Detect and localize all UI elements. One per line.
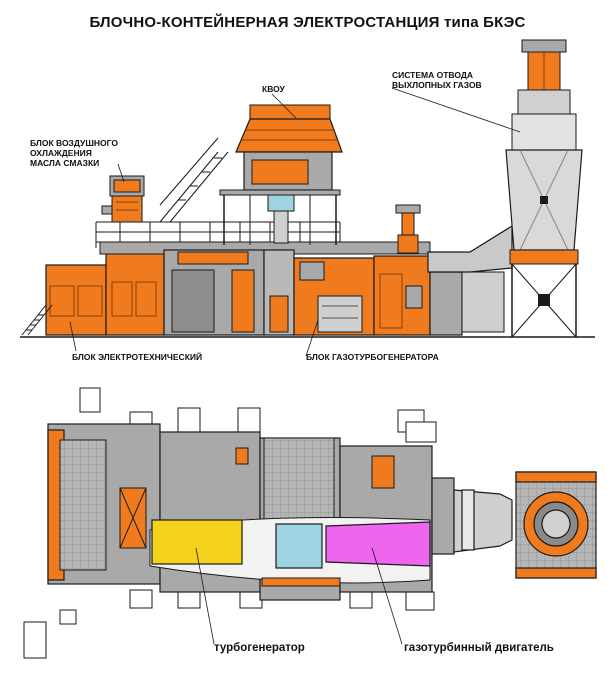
plan-supports: [23, 387, 437, 659]
plan-grille-left: [59, 439, 107, 571]
label-oil-cooling: БЛОК ВОЗДУШНОГО ОХЛАЖДЕНИЯ МАСЛА СМАЗКИ: [30, 138, 118, 168]
plan-details: [235, 447, 395, 587]
stairs-left: [21, 304, 53, 336]
gtg-container: [163, 249, 505, 336]
side-elevation-view: [20, 39, 595, 357]
kvou-air-intake: [219, 104, 343, 245]
leader-lines-top: [69, 87, 521, 357]
electrotechnical-block: [45, 249, 165, 336]
gas-turbine-shape: [325, 521, 431, 567]
label-exhaust-line1: СИСТЕМА ОТВОДА: [392, 70, 474, 80]
label-oil-line3: МАСЛА СМАЗКИ: [30, 158, 100, 168]
leader-lines-bottom: [195, 547, 403, 645]
label-exhaust-system: СИСТЕМА ОТВОДА ВЫХЛОПНЫХ ГАЗОВ: [392, 70, 482, 90]
page-title: БЛОЧНО-КОНТЕЙНЕРНАЯ ЭЛЕКТРОСТАНЦИЯ типа …: [89, 14, 526, 31]
label-gas-turbine: газотурбинный двигатель: [404, 642, 554, 654]
plan-grille-mid: [263, 437, 335, 529]
stairs-kvou: [159, 137, 229, 223]
exhaust-duct: [427, 224, 513, 273]
oil-cooling-block: [101, 175, 145, 223]
plan-exhaust-diffuser: [431, 477, 513, 555]
label-turbogenerator: турбогенератор: [214, 642, 305, 654]
label-oil-line1: БЛОК ВОЗДУШНОГО: [30, 138, 118, 148]
vent-stack: [395, 204, 421, 254]
coupling-shape: [275, 523, 323, 569]
plan-exhaust-tower: [515, 471, 597, 579]
label-oil-line2: ОХЛАЖДЕНИЯ: [30, 148, 92, 158]
plan-view: [23, 387, 597, 659]
label-electro-block: БЛОК ЭЛЕКТРОТЕХНИЧЕСКИЙ: [72, 352, 203, 362]
label-kvou: КВОУ: [262, 84, 285, 94]
plan-hatch-x: [119, 487, 147, 549]
label-gtg-block: БЛОК ГАЗОТУРБОГЕНЕРАТОРА: [306, 352, 439, 362]
turbogenerator-shape: [151, 519, 243, 565]
label-exhaust-line2: ВЫХЛОПНЫХ ГАЗОВ: [392, 80, 482, 90]
exhaust-tower: [505, 39, 583, 338]
